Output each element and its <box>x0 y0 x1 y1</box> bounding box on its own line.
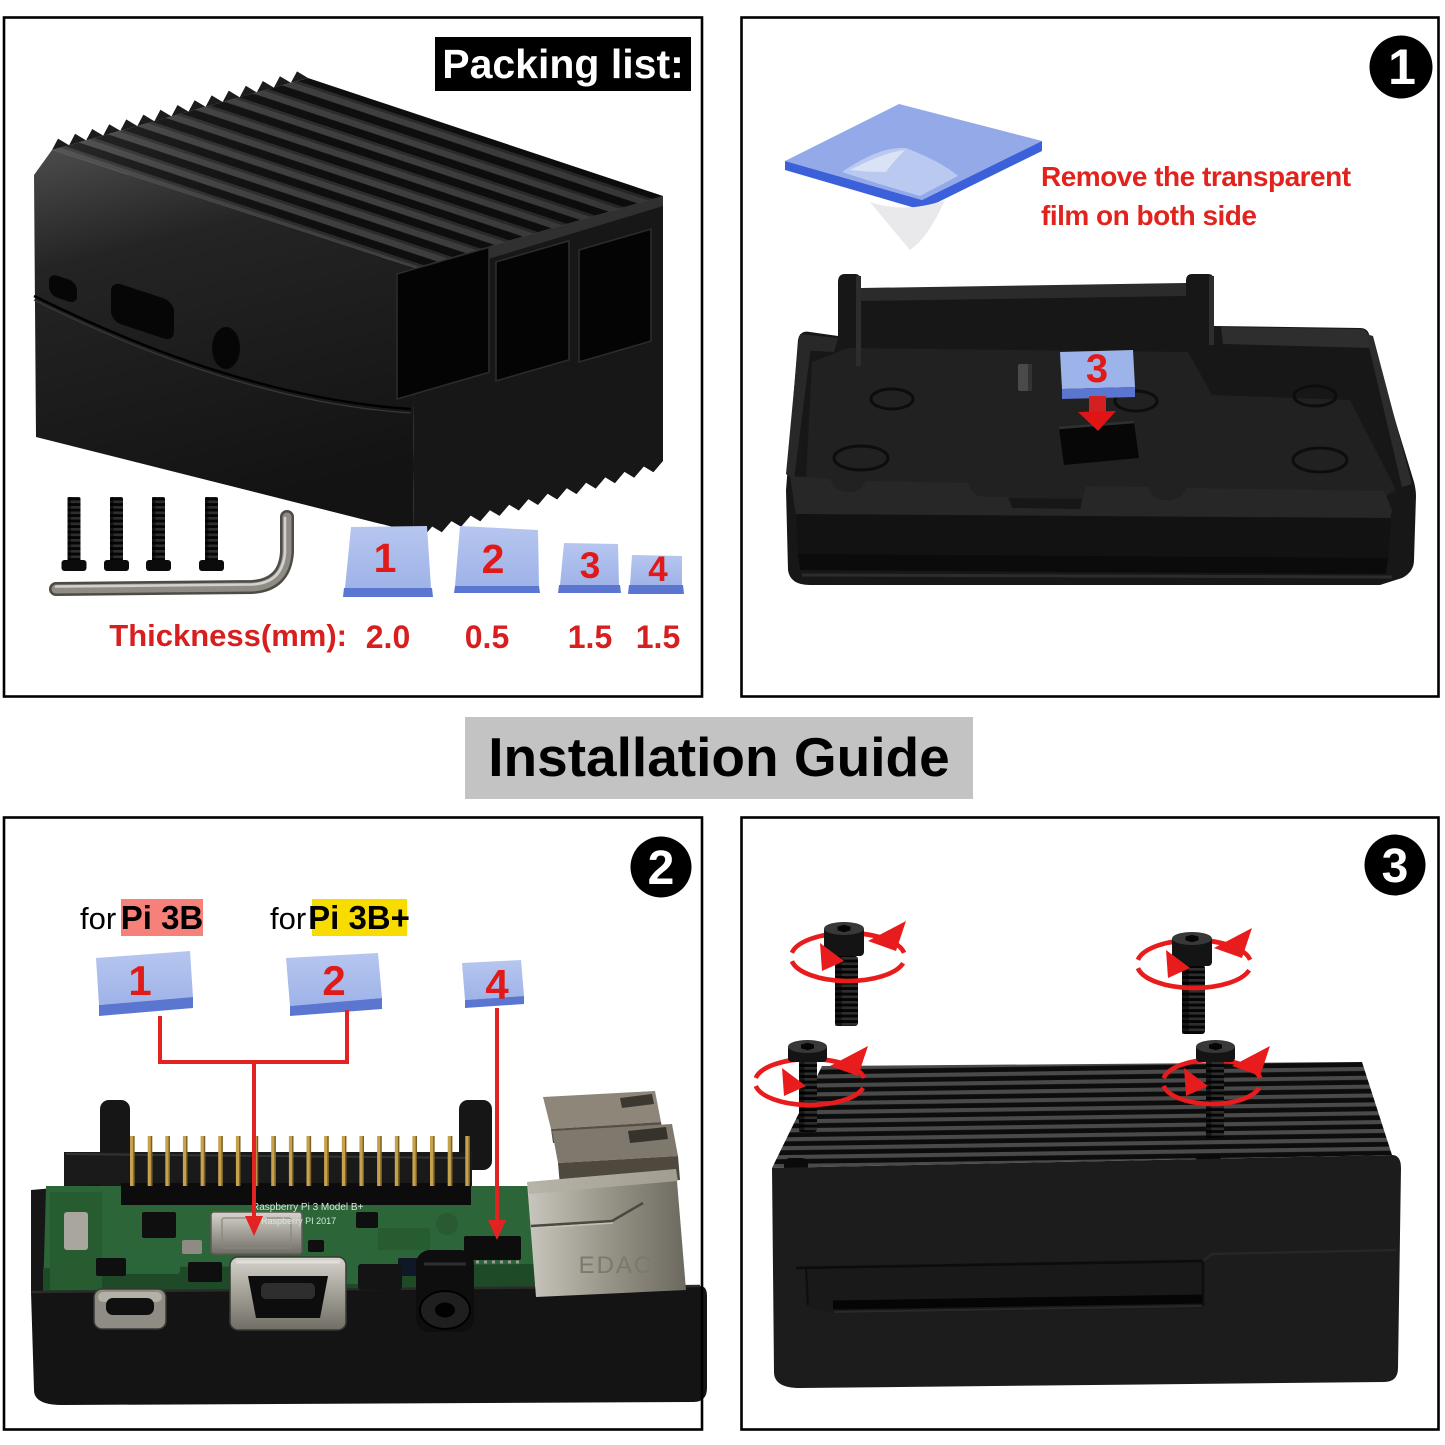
svg-text:2: 2 <box>648 842 675 895</box>
svg-text:1: 1 <box>128 957 151 1004</box>
svg-text:2: 2 <box>322 957 345 1004</box>
svg-text:2.0: 2.0 <box>366 619 410 655</box>
svg-text:Installation Guide: Installation Guide <box>488 726 949 788</box>
svg-text:4: 4 <box>485 961 509 1008</box>
svg-text:Thickness(mm):: Thickness(mm): <box>109 618 347 653</box>
svg-text:3: 3 <box>580 545 601 586</box>
svg-text:3: 3 <box>1382 840 1409 893</box>
svg-text:Remove the transparent: Remove the transparent <box>1041 161 1351 192</box>
svg-text:Pi 3B: Pi 3B <box>121 899 204 936</box>
svg-text:Packing list:: Packing list: <box>442 41 684 87</box>
svg-text:1: 1 <box>1388 39 1416 95</box>
svg-text:1.5: 1.5 <box>636 619 680 655</box>
svg-text:film on both side: film on both side <box>1041 200 1257 231</box>
svg-text:4: 4 <box>648 550 668 589</box>
svg-text:1: 1 <box>374 535 397 581</box>
svg-text:EDAC: EDAC <box>579 1252 654 1279</box>
svg-text:Raspberry Pi 3 Model B+: Raspberry Pi 3 Model B+ <box>252 1202 364 1213</box>
svg-text:Pi 3B+: Pi 3B+ <box>308 899 410 936</box>
svg-text:1.5: 1.5 <box>568 619 612 655</box>
svg-text:© Raspberry PI 2017: © Raspberry PI 2017 <box>252 1216 336 1226</box>
svg-text:for: for <box>80 901 116 936</box>
svg-text:for: for <box>270 901 306 936</box>
svg-text:2: 2 <box>482 536 505 582</box>
svg-text:0.5: 0.5 <box>465 619 509 655</box>
svg-text:3: 3 <box>1086 347 1108 391</box>
